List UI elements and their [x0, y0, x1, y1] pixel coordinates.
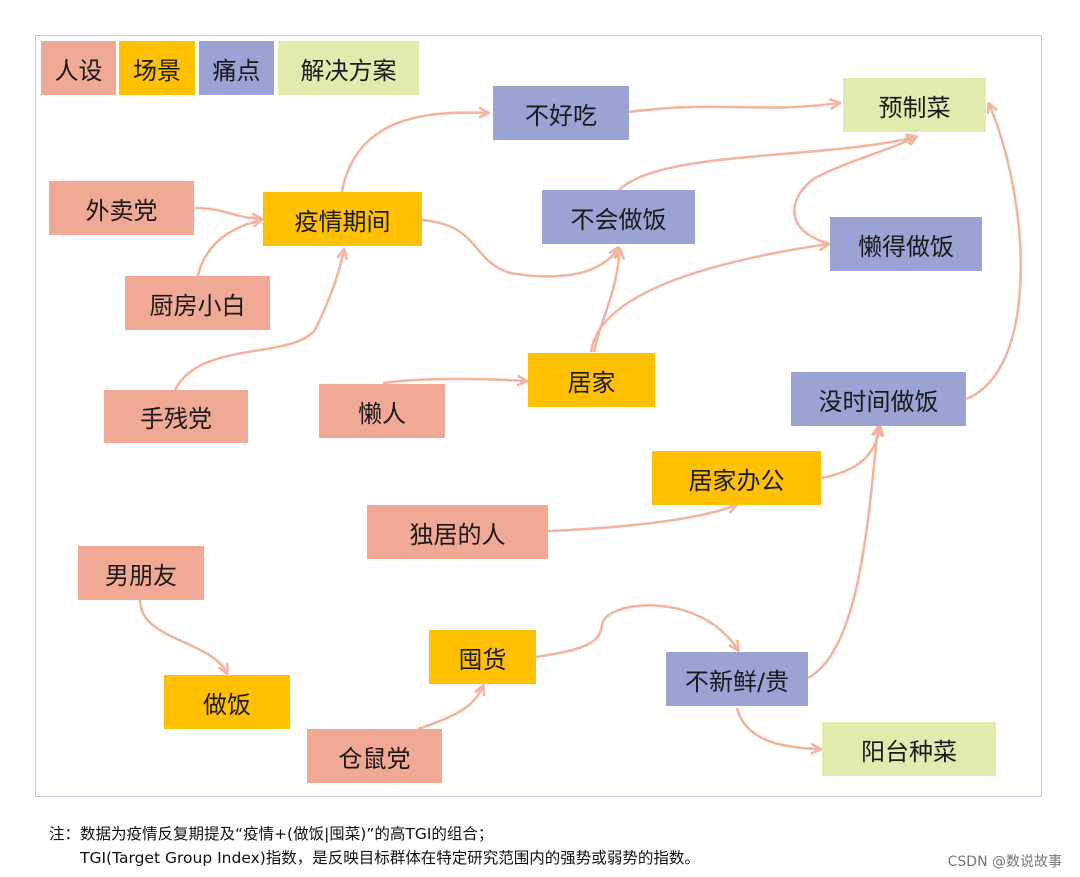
- node-pain-buxinxian: 不新鲜/贵: [666, 652, 808, 706]
- edge-jujia-landezuofan: [589, 244, 828, 353]
- legend-scene: 场景: [119, 41, 195, 95]
- edge-shoucan-yiqing: [173, 250, 344, 391]
- edge-dujuderen-jujiabangong: [547, 505, 736, 533]
- node-scene-jujiabangong: 居家办公: [652, 451, 821, 505]
- edge-jujia-buhuizuofan: [592, 250, 620, 353]
- edge-chufang-yiqing: [196, 220, 261, 277]
- node-persona-chufangxiaobai: 厨房小白: [125, 276, 270, 330]
- edge-tunhuo-buxinxian: [535, 604, 738, 659]
- node-persona-lanren: 懒人: [319, 384, 445, 438]
- node-pain-landezuofan: 懒得做饭: [830, 217, 982, 271]
- edge-nanpengyou-zuofan: [138, 599, 227, 673]
- node-scene-tunhuo: 囤货: [429, 630, 536, 684]
- node-pain-buhaochi: 不好吃: [493, 86, 629, 140]
- node-solution-yangtaizhongcai: 阳台种菜: [822, 722, 996, 776]
- footnote-line-1: 注：数据为疫情反复期提及“疫情+(做饭|囤菜)”的高TGI的组合；: [49, 825, 494, 843]
- node-persona-nanpengyou: 男朋友: [78, 546, 204, 600]
- node-persona-dujuderen: 独居的人: [367, 505, 548, 559]
- edge-waimaidang-yiqing: [194, 206, 261, 219]
- edge-cangshu-tunhuo: [417, 686, 483, 731]
- node-scene-jujia: 居家: [528, 353, 655, 407]
- node-scene-zuofan: 做饭: [164, 675, 290, 729]
- footnote-line-2: TGI(Target Group Index)指数，是反映目标群体在特定研究范围…: [80, 849, 700, 867]
- legend-pain: 痛点: [199, 41, 274, 95]
- edge-yiqing-buhuizuofan: [421, 218, 618, 278]
- edge-buxinxian-yangtaizhongcai: [735, 707, 820, 749]
- watermark: CSDN @数说故事: [947, 854, 1062, 870]
- edge-buxinxian-meishijian: [807, 427, 878, 680]
- edge-landezuofan-yuzhicai: [793, 137, 916, 246]
- edge-lanren-jujia: [382, 379, 526, 383]
- node-scene-yiqingqijian: 疫情期间: [263, 192, 422, 246]
- node-persona-cangshudang: 仓鼠党: [307, 729, 442, 783]
- diagram-frame: [35, 35, 1042, 797]
- node-solution-yuzhicai: 预制菜: [843, 78, 986, 132]
- node-pain-meishijianzuofan: 没时间做饭: [791, 372, 966, 426]
- edge-meishijian-yuzhicai: [965, 104, 1023, 401]
- legend-persona: 人设: [41, 41, 116, 95]
- node-persona-shoucandang: 手残党: [104, 390, 248, 443]
- edge-buhaochi-yuzhicai: [628, 103, 839, 114]
- node-persona-waimaidang: 外卖党: [49, 181, 194, 235]
- edge-buhuizuofan-yuzhicai: [618, 137, 916, 191]
- node-pain-buhuizuofan: 不会做饭: [542, 190, 695, 244]
- edge-jujiabangong-meishijian: [821, 427, 880, 480]
- legend-solution: 解决方案: [278, 41, 419, 95]
- edge-yiqing-buhaochi: [340, 113, 488, 193]
